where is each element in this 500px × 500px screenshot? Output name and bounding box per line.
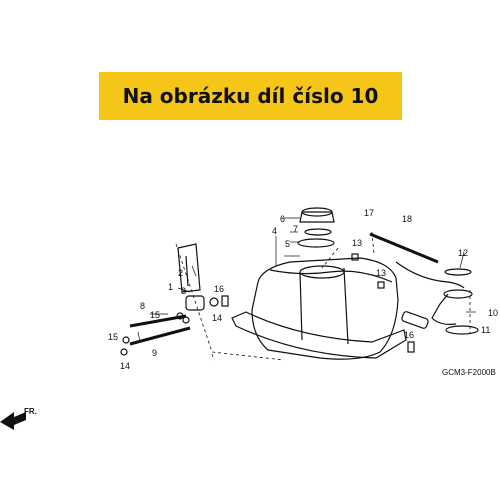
assembly-boundary: [175, 243, 285, 361]
clip-15-upper: [122, 336, 130, 344]
label-6: 6: [280, 214, 285, 224]
banner-text: Na obrázku díl číslo 10: [122, 84, 379, 108]
label-18: 18: [402, 214, 412, 224]
fuel-gauge-sender: [443, 289, 473, 299]
label-14-upper: 14: [212, 313, 222, 323]
label-2: 2: [178, 268, 183, 278]
wire-harness: [395, 261, 465, 289]
nut-13-lower: [377, 281, 385, 289]
fuel-hose-8: [129, 314, 187, 328]
clip-14-upper: [182, 316, 190, 324]
label-10: 10: [488, 308, 498, 318]
clip-15-lower: [176, 312, 184, 320]
fuel-cap: [299, 211, 335, 223]
filler-ring: [304, 228, 332, 236]
label-3: 3: [181, 286, 186, 296]
label-15-upper: 15: [150, 310, 160, 320]
front-direction-label: FR.: [24, 407, 37, 416]
label-16-upper: 16: [214, 284, 224, 294]
breather-tube: [369, 232, 439, 264]
front-direction-arrow: FR.: [0, 407, 37, 430]
fuel-cap-seal: [297, 238, 335, 248]
diagram-code: GCM3-F2000B: [442, 368, 496, 377]
label-5: 5: [285, 239, 290, 249]
label-8: 8: [140, 301, 145, 311]
fuel-cock-bracket: [177, 243, 201, 293]
label-12: 12: [458, 248, 468, 258]
fuel-tank-top-contour: [269, 269, 393, 283]
label-13-upper: 13: [352, 238, 362, 248]
label-1: 1: [168, 282, 173, 292]
tank-flange: [231, 311, 407, 359]
nut-13-upper: [351, 253, 359, 261]
label-14-lower: 14: [120, 361, 130, 371]
label-15-lower: 15: [108, 332, 118, 342]
sender-gasket: [445, 325, 479, 335]
label-11: 11: [481, 325, 490, 335]
label-9: 9: [152, 348, 157, 358]
filler-neck: [299, 265, 345, 279]
label-17: 17: [364, 208, 374, 218]
part-number-banner: Na obrázku díl číslo 10: [99, 72, 402, 120]
gasket-12: [444, 268, 472, 276]
label-13-lower: 13: [376, 268, 386, 278]
bolt-16-upper: [221, 295, 229, 307]
fuel-tank-body: [251, 257, 399, 360]
clip-14-lower: [120, 348, 128, 356]
label-4: 4: [272, 226, 277, 236]
fuel-cock: [185, 295, 205, 311]
label-16-lower: 16: [404, 330, 414, 340]
tank-pad: [401, 311, 429, 329]
label-7: 7: [293, 224, 298, 234]
bolt-16-lower: [407, 341, 415, 353]
